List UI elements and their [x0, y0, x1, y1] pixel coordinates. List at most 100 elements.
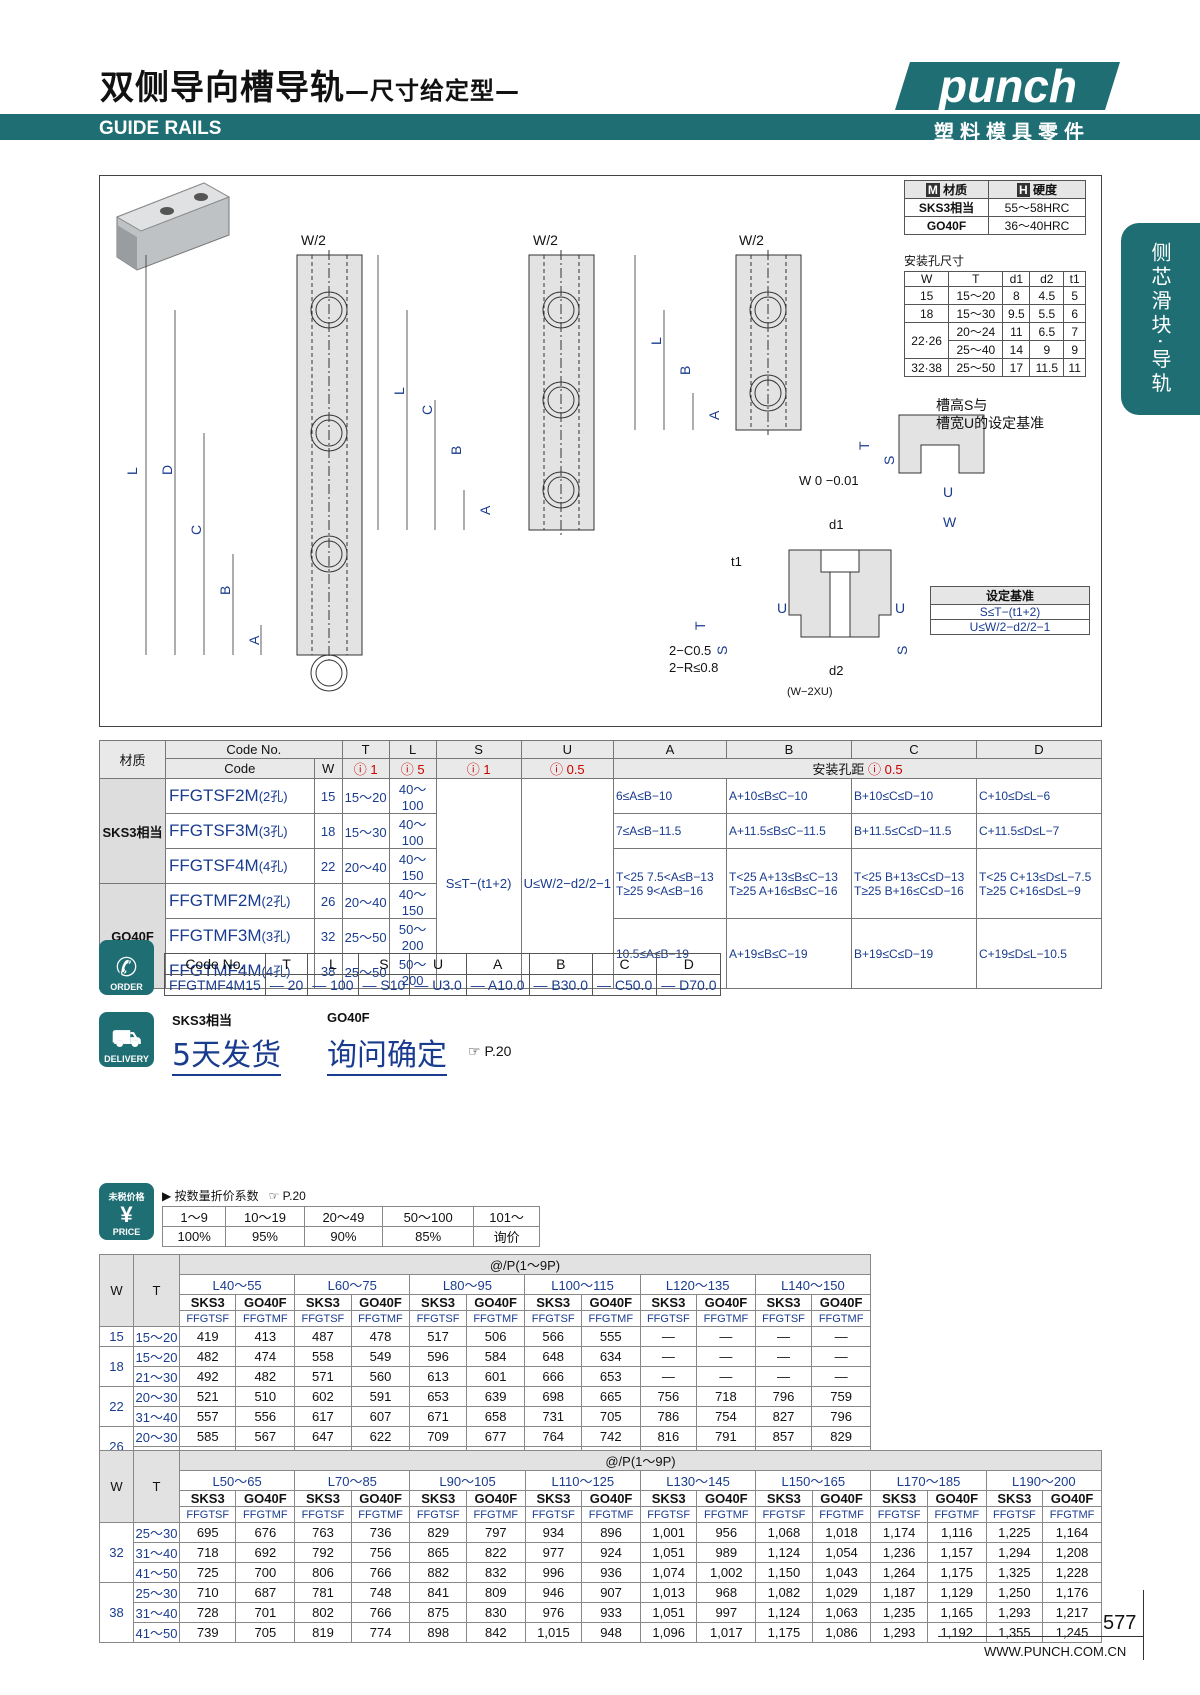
- price-cell: 896: [581, 1522, 641, 1543]
- price-cell: 829: [811, 1426, 871, 1447]
- row-w: 18: [99, 1346, 134, 1387]
- delivery-icon: ⛟DELIVERY: [99, 1012, 154, 1067]
- material-go40f: GO40F: [580, 1294, 641, 1311]
- price-cell: 1,018: [811, 1522, 872, 1543]
- row-w: 38: [99, 1582, 134, 1643]
- technical-drawing: W/2 W/2 W/2 L D C B A L C B A L B A: [115, 182, 985, 698]
- price-cell: 1,175: [755, 1622, 813, 1643]
- dim-B-2: B: [448, 446, 464, 455]
- subtitle-en: GUIDE RAILS: [99, 118, 222, 139]
- price-cell: 517: [409, 1326, 467, 1347]
- brand-tagline: 塑料模具零件: [934, 120, 1090, 144]
- length-range-header: L50～65: [178, 1470, 296, 1491]
- dim-L-1: L: [124, 467, 140, 475]
- price-cell: 676: [235, 1522, 296, 1543]
- price-cell: 1,245: [1042, 1622, 1102, 1643]
- price-cell: —: [811, 1366, 871, 1387]
- price-cell: 607: [350, 1406, 411, 1427]
- price-cell: 1,129: [926, 1582, 987, 1603]
- material-sks3: SKS3: [755, 1490, 813, 1507]
- price-cell: 1,116: [926, 1522, 987, 1543]
- dim-d2: d2: [829, 663, 843, 678]
- material-go40f: GO40F: [465, 1294, 526, 1311]
- code-sf: FFGTSF: [524, 1310, 582, 1327]
- price-cell: 731: [524, 1406, 582, 1427]
- price-cell: 936: [581, 1562, 641, 1583]
- dim-S-left: S: [714, 646, 730, 655]
- row-t: 31～40: [133, 1602, 180, 1623]
- price-cell: 1,176: [1042, 1582, 1102, 1603]
- groove-U: U: [943, 484, 953, 500]
- dim-t1: t1: [731, 554, 742, 569]
- price-cell: 796: [811, 1406, 871, 1427]
- groove-rule-table: 设定基准 S≤T−(t1+2) U≤W/2−d2/2−1: [930, 586, 1090, 635]
- code-sf: FFGTSF: [755, 1506, 813, 1523]
- price-cell: 556: [235, 1406, 296, 1427]
- row-t: 15～20: [133, 1326, 180, 1347]
- material-sks3: SKS3: [639, 1490, 698, 1507]
- price-icon: 未税价格 ¥PRICE: [99, 1183, 154, 1240]
- dim-L-2: L: [391, 387, 407, 395]
- price-cell: 1,051: [639, 1542, 698, 1563]
- price-cell: 1,157: [926, 1542, 987, 1563]
- rail-3-hole-view: [528, 250, 595, 535]
- material-go40f: GO40F: [581, 1490, 641, 1507]
- price-cell: 1,096: [639, 1622, 698, 1643]
- material-go40f: GO40F: [696, 1490, 757, 1507]
- dim-w2-1: W/2: [301, 232, 326, 248]
- price-cell: 1,013: [639, 1582, 698, 1603]
- price-cell: 1,225: [985, 1522, 1044, 1543]
- price-cell: 1,208: [1042, 1542, 1102, 1563]
- price-cell: 602: [294, 1386, 352, 1407]
- price-cell: —: [754, 1326, 813, 1347]
- svg-text:punch: punch: [937, 60, 1077, 112]
- price-cell: 701: [235, 1602, 296, 1623]
- price-cell: 647: [294, 1426, 352, 1447]
- price-cell: 1,051: [639, 1602, 698, 1623]
- price-cell: 613: [409, 1366, 467, 1387]
- material-go40f: GO40F: [465, 1490, 526, 1507]
- price-cell: 736: [350, 1522, 411, 1543]
- dim-S-right: S: [894, 646, 910, 655]
- length-range-header: L170～185: [870, 1470, 987, 1491]
- material-sks3: SKS3: [178, 1294, 237, 1311]
- price-cell: 566: [524, 1326, 582, 1347]
- price-cell: 997: [696, 1602, 757, 1623]
- hdr-w: W: [99, 1450, 134, 1523]
- price-cell: 759: [811, 1386, 871, 1407]
- dim-A-2: A: [477, 505, 493, 515]
- code-sf: FFGTSF: [870, 1506, 928, 1523]
- price-cell: 658: [465, 1406, 526, 1427]
- dim-B-3: B: [677, 366, 693, 375]
- material-go40f: GO40F: [235, 1294, 296, 1311]
- price-cell: 830: [465, 1602, 526, 1623]
- dim-U-right: U: [895, 600, 905, 616]
- price-cell: 666: [524, 1366, 582, 1387]
- price-cell: 948: [581, 1622, 641, 1643]
- row-w: 15: [99, 1326, 134, 1347]
- price-cell: 506: [465, 1326, 526, 1347]
- length-range-header: L80～95: [409, 1274, 526, 1295]
- price-cell: 700: [235, 1562, 296, 1583]
- price-cell: 865: [409, 1542, 467, 1563]
- code-mf: FFGTMF: [926, 1506, 987, 1523]
- dim-C-2: C: [419, 405, 435, 415]
- row-t: 20～30: [133, 1386, 180, 1407]
- code-sf: FFGTSF: [294, 1506, 352, 1523]
- price-cell: 1,294: [985, 1542, 1044, 1563]
- delivery-ref: ☞ P.20: [468, 1043, 512, 1059]
- price-cell: 1,164: [1042, 1522, 1102, 1543]
- price-cell: 692: [235, 1542, 296, 1563]
- price-cell: 677: [465, 1426, 526, 1447]
- price-cell: 698: [524, 1386, 582, 1407]
- row-t: 25～30: [133, 1582, 180, 1603]
- length-range-header: L90～105: [409, 1470, 526, 1491]
- groove-T: T: [856, 441, 872, 450]
- price-cell: 763: [294, 1522, 352, 1543]
- dim-B-1: B: [217, 586, 233, 595]
